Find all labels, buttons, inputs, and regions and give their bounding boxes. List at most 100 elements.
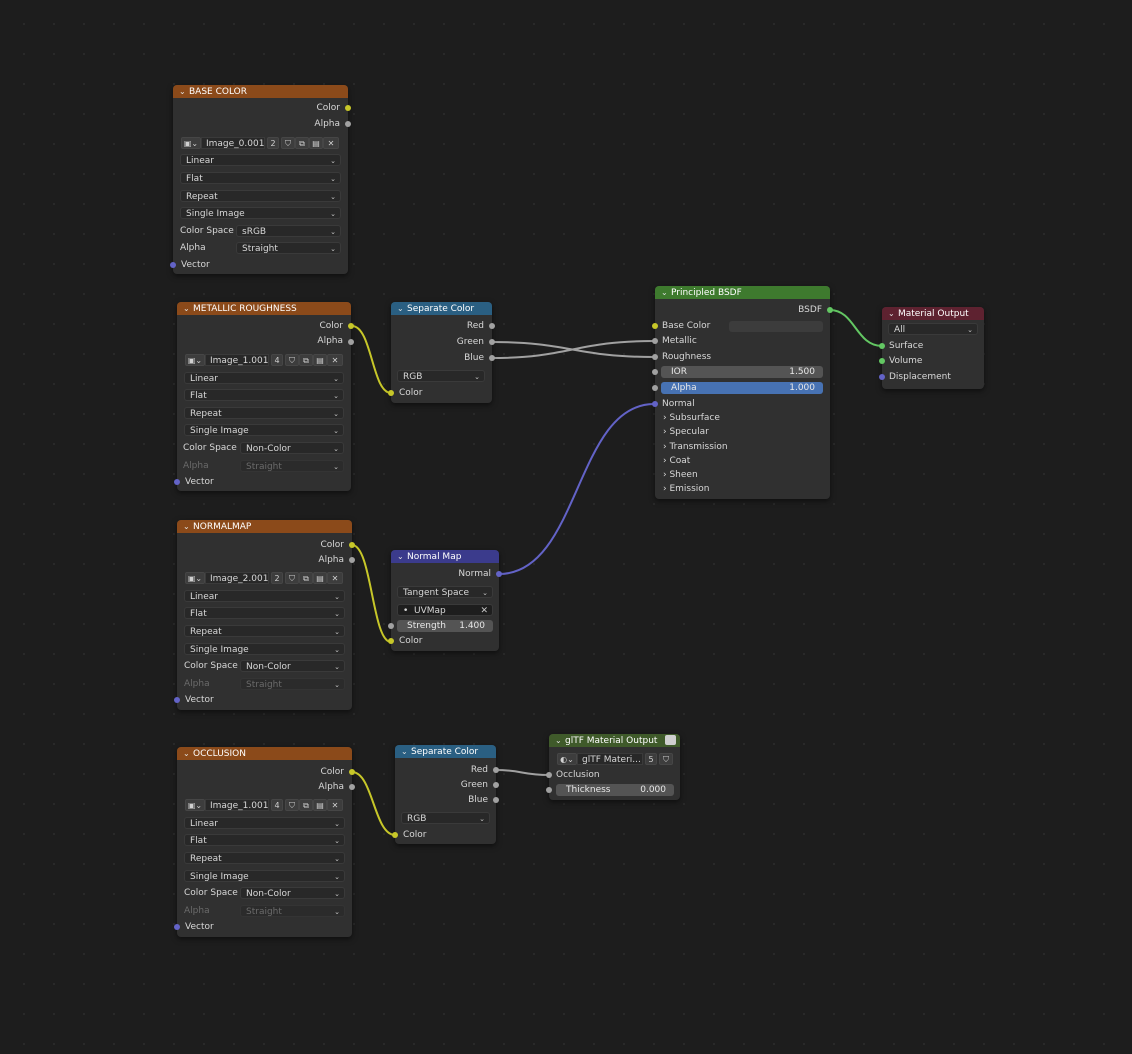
- socket-red-out[interactable]: [489, 323, 495, 329]
- socket-alpha-out[interactable]: [348, 339, 354, 345]
- image-name-field[interactable]: Image_1.001: [205, 354, 269, 366]
- collapse-chevron-icon[interactable]: ⌄: [397, 304, 404, 313]
- fake-user-shield-icon[interactable]: ⛉: [285, 799, 299, 811]
- collapse-chevron-icon[interactable]: ⌄: [401, 747, 408, 756]
- node-header[interactable]: ⌄Separate Color: [391, 302, 492, 315]
- node-occlusion[interactable]: ⌄OCCLUSION Color Alpha ▣⌄ Image_1.001 4 …: [174, 747, 355, 937]
- source-dropdown[interactable]: Single Image⌄: [184, 870, 345, 882]
- socket-roughness-in[interactable]: [652, 354, 658, 360]
- socket-normal-out[interactable]: [496, 571, 502, 577]
- source-dropdown[interactable]: Single Image⌄: [180, 207, 341, 219]
- node-separate-color-1[interactable]: ⌄Separate Color Red Green Blue RGB⌄ Colo…: [388, 302, 495, 403]
- socket-red-out[interactable]: [493, 767, 499, 773]
- socket-color-in[interactable]: [388, 638, 394, 644]
- socket-vector-in[interactable]: [174, 479, 180, 485]
- clear-close-icon[interactable]: ✕: [480, 606, 488, 616]
- socket-displacement-in[interactable]: [879, 374, 885, 380]
- unlink-close-icon[interactable]: ✕: [327, 799, 343, 811]
- node-header[interactable]: ⌄OCCLUSION: [177, 747, 352, 760]
- interpolation-dropdown[interactable]: Linear⌄: [184, 817, 345, 829]
- extension-dropdown[interactable]: Repeat⌄: [184, 625, 345, 637]
- socket-normal-in[interactable]: [652, 401, 658, 407]
- node-normal-map[interactable]: ⌄Normal Map Normal Tangent Space⌄ • UVMa…: [388, 550, 502, 651]
- interpolation-dropdown[interactable]: Linear⌄: [184, 372, 344, 384]
- mode-dropdown[interactable]: RGB⌄: [401, 812, 490, 824]
- base-color-swatch[interactable]: [729, 321, 823, 332]
- unlink-close-icon[interactable]: ✕: [327, 354, 343, 366]
- image-browse-icon[interactable]: ▣⌄: [185, 354, 205, 366]
- unlink-close-icon[interactable]: ✕: [323, 137, 339, 149]
- source-dropdown[interactable]: Single Image⌄: [184, 424, 344, 436]
- fake-user-shield-icon[interactable]: ⛉: [285, 572, 299, 584]
- socket-color-out[interactable]: [349, 542, 355, 548]
- node-normalmap-image[interactable]: ⌄NORMALMAP Color Alpha ▣⌄ Image_2.001 2 …: [174, 520, 355, 710]
- collapse-chevron-icon[interactable]: ⌄: [179, 87, 186, 96]
- color-space-dropdown[interactable]: sRGB⌄: [236, 225, 341, 237]
- socket-occlusion-in[interactable]: [546, 772, 552, 778]
- socket-color-out[interactable]: [345, 105, 351, 111]
- duplicate-icon[interactable]: ⧉: [299, 572, 313, 584]
- group-name-field[interactable]: glTF Materi...: [577, 753, 643, 765]
- interpolation-dropdown[interactable]: Linear⌄: [184, 590, 345, 602]
- open-folder-icon[interactable]: ▤: [309, 137, 323, 149]
- node-material-output[interactable]: ⌄Material Output All⌄ Surface Volume Dis…: [879, 307, 984, 389]
- interpolation-dropdown[interactable]: Linear⌄: [180, 154, 341, 166]
- collapse-chevron-icon[interactable]: ⌄: [183, 304, 190, 313]
- node-metallic-roughness[interactable]: ⌄METALLIC ROUGHNESS Color Alpha ▣⌄ Image…: [174, 302, 354, 491]
- node-header[interactable]: ⌄Material Output: [882, 307, 984, 320]
- socket-blue-out[interactable]: [493, 797, 499, 803]
- socket-color-in[interactable]: [388, 390, 394, 396]
- node-header[interactable]: ⌄Principled BSDF: [655, 286, 830, 299]
- socket-strength-in[interactable]: [388, 623, 394, 629]
- collapse-chevron-icon[interactable]: ⌄: [661, 288, 668, 297]
- extension-dropdown[interactable]: Repeat⌄: [184, 407, 344, 419]
- image-browse-icon[interactable]: ▣⌄: [181, 137, 201, 149]
- node-tree-browse-icon[interactable]: ◐⌄: [557, 753, 577, 765]
- socket-bsdf-out[interactable]: [827, 307, 833, 313]
- socket-thickness-in[interactable]: [546, 787, 552, 793]
- projection-dropdown[interactable]: Flat⌄: [184, 607, 345, 619]
- image-name-field[interactable]: Image_2.001: [205, 572, 269, 584]
- extension-dropdown[interactable]: Repeat⌄: [180, 190, 341, 202]
- node-principled-bsdf[interactable]: ⌄Principled BSDF BSDF Base Color Metalli…: [652, 286, 833, 499]
- node-header[interactable]: ⌄Separate Color: [395, 745, 496, 758]
- node-header[interactable]: ⌄METALLIC ROUGHNESS: [177, 302, 351, 315]
- collapse-chevron-icon[interactable]: ⌄: [183, 522, 190, 531]
- open-folder-icon[interactable]: ▤: [313, 799, 327, 811]
- alpha-mode-dropdown[interactable]: Straight⌄: [236, 242, 341, 254]
- projection-dropdown[interactable]: Flat⌄: [184, 389, 344, 401]
- socket-alpha-in[interactable]: [652, 385, 658, 391]
- extension-dropdown[interactable]: Repeat⌄: [184, 852, 345, 864]
- image-browse-icon[interactable]: ▣⌄: [185, 799, 205, 811]
- socket-green-out[interactable]: [493, 782, 499, 788]
- panel-emission[interactable]: › Emission: [655, 482, 710, 496]
- projection-dropdown[interactable]: Flat⌄: [180, 172, 341, 184]
- open-folder-icon[interactable]: ▤: [313, 354, 327, 366]
- panel-specular[interactable]: › Specular: [655, 425, 709, 439]
- target-dropdown[interactable]: All⌄: [888, 323, 978, 335]
- mode-dropdown[interactable]: RGB⌄: [397, 370, 485, 382]
- node-header[interactable]: ⌄glTF Material Output: [549, 734, 680, 747]
- fake-user-shield-icon[interactable]: ⛉: [285, 354, 299, 366]
- space-dropdown[interactable]: Tangent Space⌄: [397, 586, 493, 598]
- color-space-dropdown[interactable]: Non-Color⌄: [240, 442, 344, 454]
- duplicate-icon[interactable]: ⧉: [295, 137, 309, 149]
- node-separate-color-2[interactable]: ⌄Separate Color Red Green Blue RGB⌄ Colo…: [392, 745, 499, 844]
- socket-color-in[interactable]: [392, 832, 398, 838]
- socket-surface-in[interactable]: [879, 343, 885, 349]
- socket-alpha-out[interactable]: [349, 557, 355, 563]
- collapse-chevron-icon[interactable]: ⌄: [183, 749, 190, 758]
- node-gltf-material-output[interactable]: ⌄glTF Material Output ◐⌄ glTF Materi... …: [546, 734, 680, 800]
- socket-color-out[interactable]: [348, 323, 354, 329]
- color-space-dropdown[interactable]: Non-Color⌄: [240, 660, 345, 672]
- collapse-chevron-icon[interactable]: ⌄: [888, 309, 895, 318]
- fake-user-shield-icon[interactable]: ⛉: [659, 753, 673, 765]
- image-name-field[interactable]: Image_1.001: [205, 799, 269, 811]
- image-name-field[interactable]: Image_0.001: [201, 137, 265, 149]
- projection-dropdown[interactable]: Flat⌄: [184, 834, 345, 846]
- panel-coat[interactable]: › Coat: [655, 454, 690, 468]
